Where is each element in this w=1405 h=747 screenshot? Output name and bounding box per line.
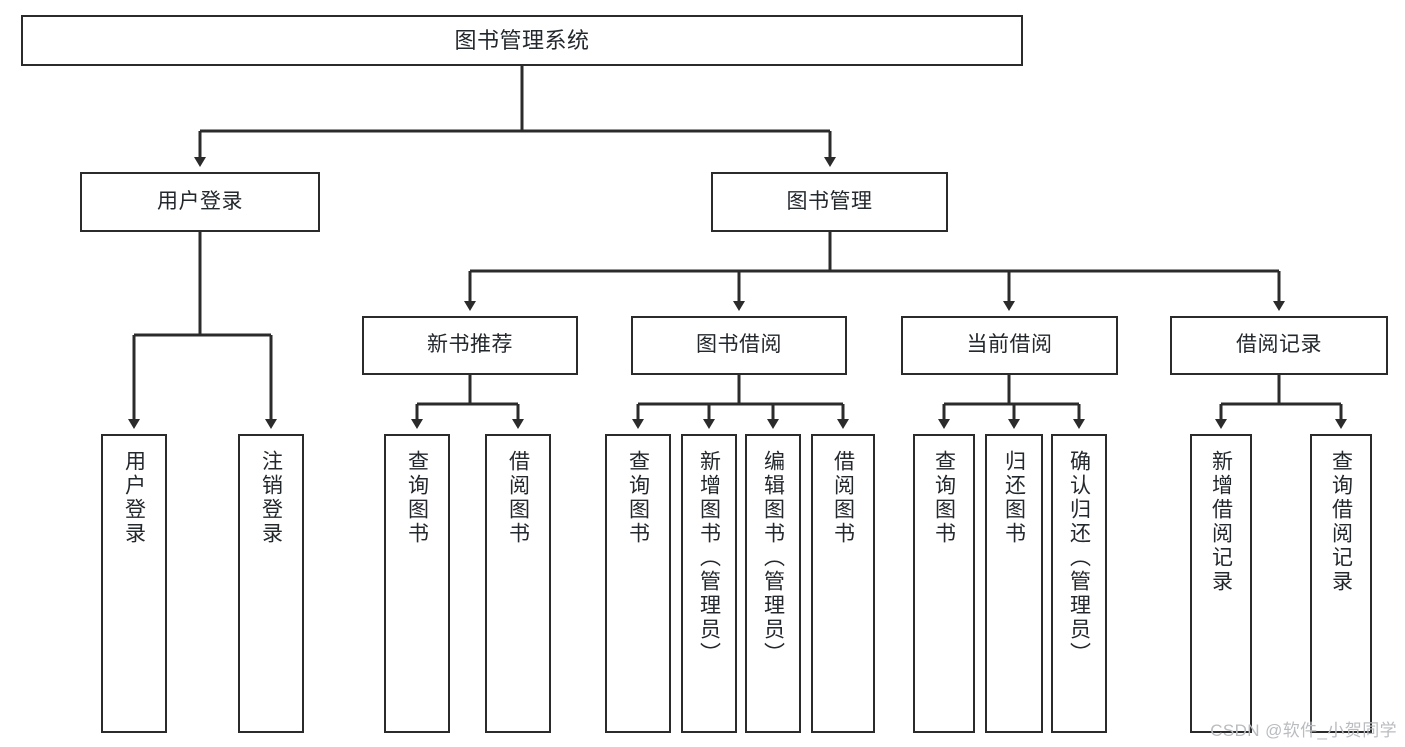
leaf-node-label: 新增借阅记录 <box>1209 450 1233 594</box>
node-root[interactable]: 图书管理系统 <box>21 15 1023 66</box>
csdn-watermark: CSDN @软件_小贺同学 <box>1210 721 1397 740</box>
leaf-node-label: 用户登录 <box>122 450 146 546</box>
leaf-node-label: 查询图书 <box>626 450 650 546</box>
node-current-borrow[interactable]: 当前借阅 <box>901 316 1118 375</box>
node-current-borrow-label: 当前借阅 <box>966 333 1053 357</box>
leaf-node-label: 归还图书 <box>1002 450 1026 546</box>
leaf-node[interactable]: 归还图书 <box>985 434 1043 733</box>
node-book-borrow-label: 图书借阅 <box>696 333 782 357</box>
leaf-node[interactable]: 借阅图书 <box>485 434 551 733</box>
leaf-node[interactable]: 查询图书 <box>605 434 671 733</box>
leaf-node[interactable]: 借阅图书 <box>811 434 875 733</box>
leaf-node[interactable]: 用户登录 <box>101 434 167 733</box>
node-book-management[interactable]: 图书管理 <box>711 172 948 232</box>
leaf-node-label: 确认归还（管理员） <box>1067 450 1091 666</box>
leaf-node[interactable]: 查询图书 <box>913 434 975 733</box>
leaf-node[interactable]: 新增图书（管理员） <box>681 434 737 733</box>
node-new-book-recommend[interactable]: 新书推荐 <box>362 316 578 375</box>
leaf-node-label: 查询图书 <box>405 450 429 546</box>
node-root-label: 图书管理系统 <box>454 27 590 53</box>
leaf-node[interactable]: 注销登录 <box>238 434 304 733</box>
node-borrow-record[interactable]: 借阅记录 <box>1170 316 1388 375</box>
leaf-node[interactable]: 编辑图书（管理员） <box>745 434 801 733</box>
leaf-node[interactable]: 新增借阅记录 <box>1190 434 1252 733</box>
leaf-node-label: 借阅图书 <box>506 450 530 546</box>
leaf-node-label: 注销登录 <box>259 450 283 546</box>
node-user-login-label: 用户登录 <box>157 189 243 213</box>
leaf-node-label: 借阅图书 <box>831 450 855 546</box>
node-borrow-record-label: 借阅记录 <box>1236 333 1322 357</box>
node-user-login[interactable]: 用户登录 <box>80 172 320 232</box>
leaf-node-label: 新增图书（管理员） <box>697 450 721 666</box>
leaf-node[interactable]: 确认归还（管理员） <box>1051 434 1107 733</box>
leaf-node[interactable]: 查询借阅记录 <box>1310 434 1372 733</box>
leaf-node[interactable]: 查询图书 <box>384 434 450 733</box>
node-book-management-label: 图书管理 <box>786 189 873 213</box>
leaf-node-label: 查询借阅记录 <box>1329 450 1353 594</box>
node-new-book-recommend-label: 新书推荐 <box>427 333 513 357</box>
node-book-borrow[interactable]: 图书借阅 <box>631 316 847 375</box>
leaf-node-label: 编辑图书（管理员） <box>761 450 785 666</box>
leaf-node-label: 查询图书 <box>932 450 956 546</box>
